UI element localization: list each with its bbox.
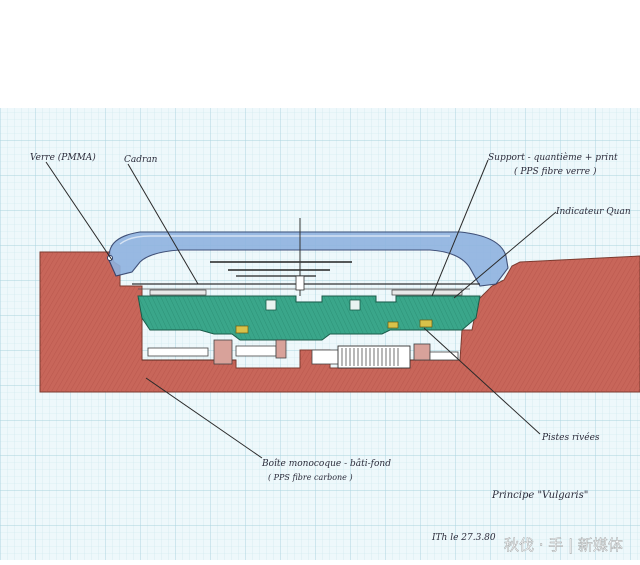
coil <box>337 345 411 369</box>
watermark: 秋伐 · 手 | 新媒体 <box>504 536 623 554</box>
dial-and-hands <box>132 218 480 296</box>
movement-components <box>147 339 459 369</box>
label-indicator: Indicateur Quan <box>555 207 631 217</box>
label-boite: Boîte monocoque - bâti-fond <box>261 458 391 469</box>
label-support: Support - quantième + print <box>488 152 618 163</box>
label-pistes: Pistes rivées <box>541 432 600 443</box>
label-verre: Verre (PMMA) <box>30 152 96 163</box>
label-support-sub: ( PPS fibre verre ) <box>514 166 597 177</box>
contact-pads <box>235 319 433 334</box>
label-boite-sub: ( PPS fibre carbone ) <box>268 473 353 482</box>
label-cadran: Cadran <box>124 155 158 165</box>
leader-lines <box>45 159 557 459</box>
movement-support <box>137 289 481 341</box>
label-principe: Principe "Vulgaris" <box>491 490 588 501</box>
signature: ITh le 27.3.80 <box>431 533 496 543</box>
crystal-glass <box>107 231 509 287</box>
